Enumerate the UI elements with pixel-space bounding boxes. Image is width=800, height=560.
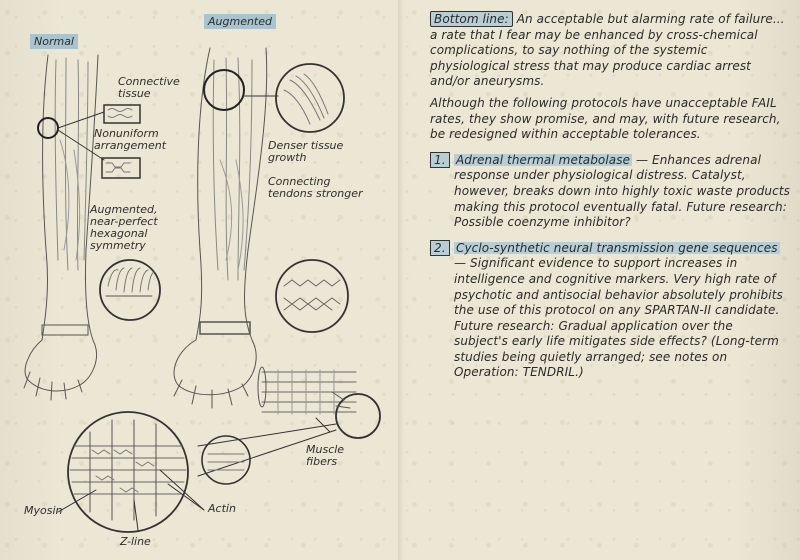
label-connecting-tendons: Connecting tendons stronger bbox=[268, 175, 363, 200]
handwritten-notes: Bottom line:An acceptable but alarming r… bbox=[430, 11, 790, 389]
label-augmented: Augmented bbox=[204, 14, 276, 29]
protocol-number-1: 1. bbox=[430, 151, 450, 168]
label-denser-tissue: Denser tissue growth bbox=[268, 139, 344, 164]
label-nonuniform-arrangement: Nonuniform arrangement bbox=[94, 127, 167, 152]
label-augmented-hexagonal: Augmented, near-perfect hexagonal symmet… bbox=[90, 203, 158, 252]
label-actin: Actin bbox=[208, 502, 236, 515]
normal-arm-drawing bbox=[23, 54, 99, 401]
protocol-number-2: 2. bbox=[430, 239, 450, 256]
bottom-line-paragraph: Bottom line:An acceptable but alarming r… bbox=[430, 11, 790, 90]
bottom-line-label: Bottom line: bbox=[430, 11, 513, 27]
page-spine bbox=[398, 0, 404, 560]
label-z-line: Z-line bbox=[120, 535, 151, 548]
label-myosin: Myosin bbox=[24, 504, 63, 517]
augmented-arm-drawing bbox=[173, 47, 268, 409]
label-connective-tissue: Connective tissue bbox=[118, 75, 180, 100]
anatomy-sketch bbox=[23, 47, 381, 533]
protocol-item-2: 2. Cyclo-synthetic neural transmission g… bbox=[430, 239, 790, 381]
protocol-item-1: 1. Adrenal thermal metabolase — Enhances… bbox=[430, 151, 790, 231]
bottom-line-text: An acceptable but alarming rate of failu… bbox=[430, 12, 785, 89]
muscle-fiber-drawing bbox=[257, 366, 381, 439]
label-muscle-fibers: Muscle fibers bbox=[306, 443, 345, 468]
protocol-title-1: Adrenal thermal metabolase bbox=[454, 152, 633, 167]
label-normal: Normal bbox=[30, 34, 78, 49]
protocols-intro: Although the following protocols have un… bbox=[430, 95, 781, 142]
protocol-text-1: — Enhances adrenal response under physio… bbox=[454, 152, 790, 230]
protocol-title-2: Cyclo-synthetic neural transmission gene… bbox=[454, 240, 780, 255]
protocol-text-2: — Significant evidence to support increa… bbox=[454, 256, 783, 380]
